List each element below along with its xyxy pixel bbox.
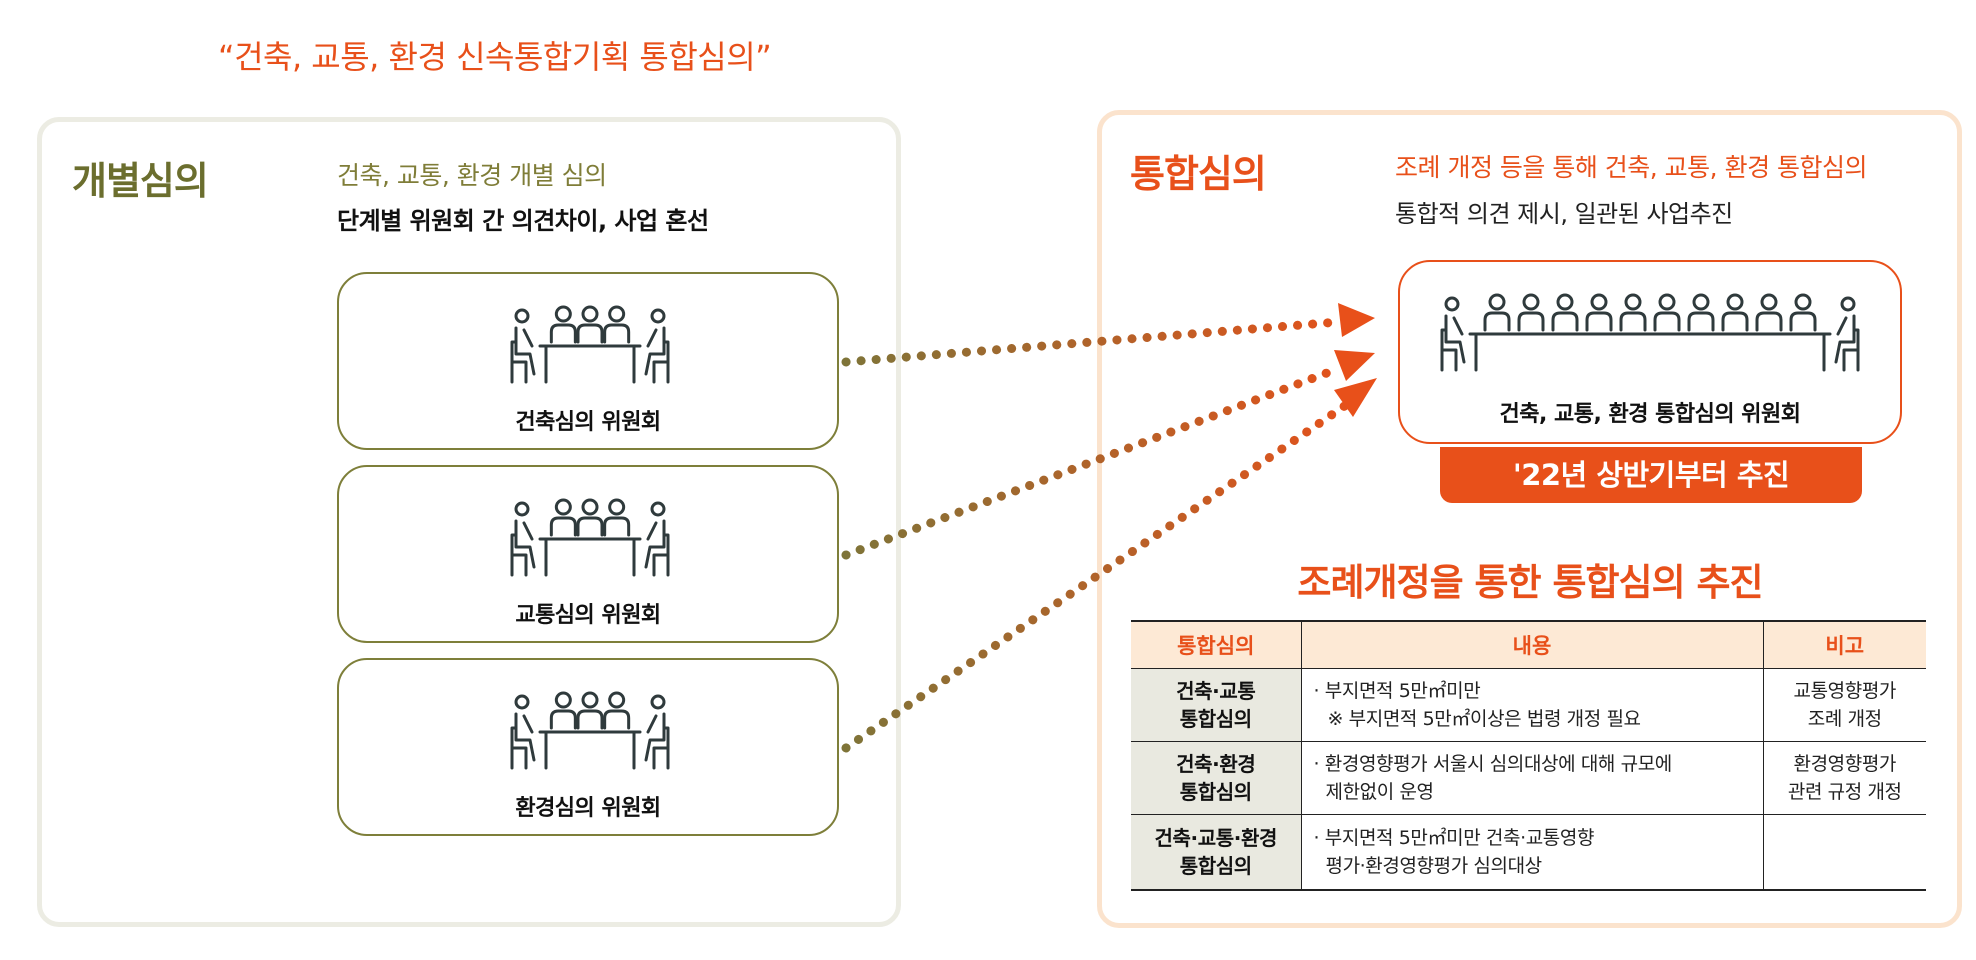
committee-box-architecture: 건축심의 위원회: [337, 272, 839, 450]
cell-text-line: · 환경영향평가 서울시 심의대상에 대해 규모에: [1313, 753, 1673, 775]
page-title: “건축, 교통, 환경 신속통합기획 통합심의”: [218, 38, 772, 76]
cell-text-line: · 부지면적 5만㎡미만 건축·교통영향: [1313, 827, 1595, 849]
schedule-banner: '22년 상반기부터 추진: [1440, 447, 1862, 503]
cell-text-line: 관련 규정 개정: [1787, 781, 1902, 803]
cell-text-line: 환경영향평가: [1793, 753, 1897, 775]
integrated-review-description: 통합적 의견 제시, 일관된 사업추진: [1395, 200, 1733, 228]
committee-label: 교통심의 위원회: [515, 603, 661, 628]
cell-text-line: 건축·교통: [1176, 679, 1256, 703]
meeting-table-icon: [510, 305, 670, 384]
individual-review-subtitle: 건축, 교통, 환경 개별 심의: [337, 161, 607, 190]
cell-text-line: 교통영향평가: [1793, 680, 1897, 702]
committee-box-environment: 환경심의 위원회: [337, 658, 839, 836]
integrated-committee-box: 건축, 교통, 환경 통합심의 위원회: [1398, 260, 1902, 444]
cell-text-line: 통합심의: [1179, 854, 1252, 878]
individual-review-heading: 개별심의: [72, 159, 209, 203]
integrated-review-subtitle: 조례 개정 등을 통해 건축, 교통, 환경 통합심의: [1395, 153, 1868, 182]
committee-label: 환경심의 위원회: [515, 796, 661, 821]
table-cell: [1762, 814, 1926, 891]
committee-box-traffic: 교통심의 위원회: [337, 465, 839, 643]
cell-text-line: 통합심의: [1179, 780, 1252, 804]
table-header-cell: 통합심의: [1131, 620, 1301, 669]
section-title: 조례개정을 통한 통합심의 추진: [1297, 561, 1763, 604]
cell-text-line: 통합심의: [1179, 707, 1252, 731]
meeting-table-icon: [510, 498, 670, 577]
table-cell: · 부지면적 5만㎡미만 ※ 부지면적 5만㎡이상은 법령 개정 필요: [1300, 668, 1763, 742]
committee-label: 건축심의 위원회: [515, 410, 661, 435]
individual-review-description: 단계별 위원회 간 의견차이, 사업 혼선: [337, 207, 709, 235]
cell-text-line: 건축·환경: [1176, 752, 1256, 776]
table-header-cell: 내용: [1300, 620, 1763, 669]
integrated-review-heading: 통합심의: [1130, 152, 1267, 196]
cell-text-line: · 부지면적 5만㎡미만: [1313, 680, 1481, 702]
meeting-table-icon: [1440, 293, 1860, 372]
cell-text-line: 평가·환경영향평가 심의대상: [1325, 855, 1543, 877]
cell-text-line: 조례 개정: [1807, 708, 1882, 730]
table-header-row: 통합심의 내용 비고: [1131, 620, 1926, 669]
cell-text-line: 제한없이 운영: [1325, 781, 1435, 803]
table-header-cell: 비고: [1762, 620, 1926, 669]
meeting-table-icon: [510, 691, 670, 770]
cell-text-line: 건축·교통·환경: [1154, 826, 1278, 850]
integrated-committee-label: 건축, 교통, 환경 통합심의 위원회: [1499, 402, 1801, 427]
cell-text-line: ※ 부지면적 5만㎡이상은 법령 개정 필요: [1327, 708, 1642, 730]
